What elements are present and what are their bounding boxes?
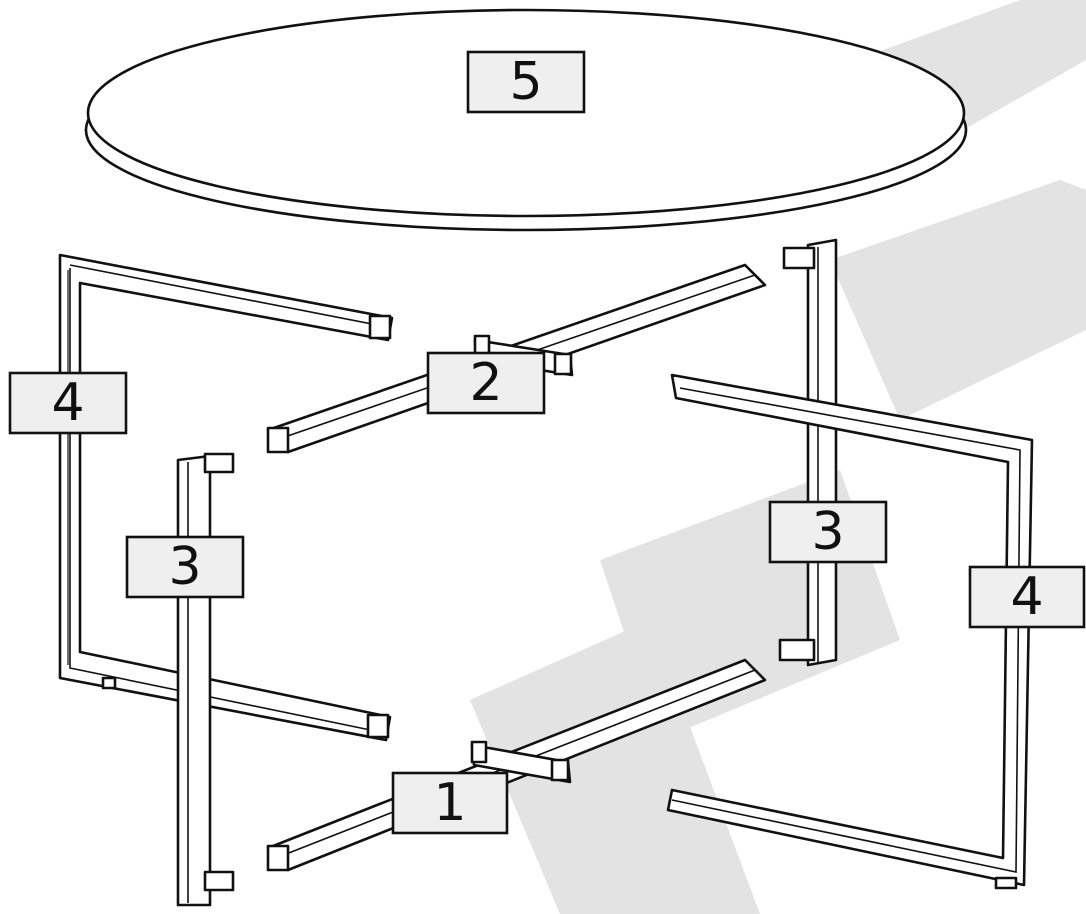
label-part-4-right-text: 4 (1010, 567, 1043, 627)
label-part-4-right: 4 (968, 565, 1086, 629)
left-leg (176, 452, 235, 907)
label-part-1-text: 1 (433, 773, 466, 833)
label-part-5-text: 5 (509, 52, 542, 112)
left-u-frame (58, 253, 394, 742)
label-part-4-left: 4 (8, 371, 128, 435)
label-part-2-text: 2 (469, 353, 502, 413)
label-part-1: 1 (391, 771, 509, 835)
table-top (84, 8, 968, 232)
label-part-3-left-text: 3 (168, 537, 201, 597)
label-part-3-right-text: 3 (811, 502, 844, 562)
label-part-3-left: 3 (125, 535, 245, 599)
label-part-4-left-text: 4 (51, 373, 84, 433)
label-part-5: 5 (466, 50, 586, 114)
label-part-3-right: 3 (768, 500, 888, 564)
label-part-2: 2 (426, 351, 546, 415)
